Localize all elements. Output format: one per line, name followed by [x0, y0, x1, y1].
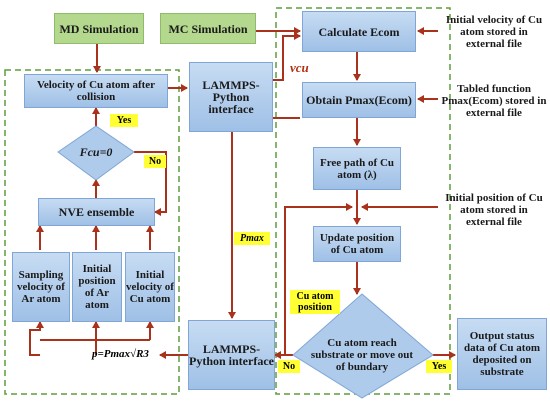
- yes-label-bottom: Yes: [426, 360, 452, 373]
- md-simulation-box: MD Simulation: [54, 13, 144, 44]
- obtain-pmax-box: Obtain Pmax(Ecom): [302, 82, 416, 118]
- velocity-after-collision-box: Velocity of Cu atom after collision: [24, 74, 168, 108]
- no-label-bottom: No: [278, 360, 300, 373]
- initial-velocity-cu-box: Initial velocity of Cu atom: [125, 252, 175, 322]
- cu-atom-position-label: Cu atom position: [290, 290, 340, 314]
- decision-reach-substrate-text: Cu atom reach substrate or move out of b…: [310, 337, 414, 373]
- yes-label-top: Yes: [110, 114, 138, 127]
- output-status-box: Output status data of Cu atom deposited …: [457, 318, 547, 390]
- md-region-border: [4, 69, 180, 395]
- arrow-formula-to-sampling: [29, 321, 44, 356]
- tabled-function-file-note: Tabled function Pmax(Ecom) stored in ext…: [441, 83, 547, 119]
- fcu-zero-label: Fcu=0: [79, 145, 113, 159]
- calculate-ecom-box: Calculate Ecom: [302, 11, 416, 52]
- initial-position-ar-box: Initial position of Ar atom: [72, 252, 122, 322]
- initial-position-file-note: Initial position of Cu atom stored in ex…: [445, 192, 543, 228]
- arrow-no-loop-to-merge: [284, 203, 353, 355]
- nve-ensemble-box: NVE ensemble: [38, 198, 155, 226]
- no-label-fcu: No: [144, 155, 166, 168]
- arrow-lammps-to-calculate: [273, 32, 301, 81]
- update-position-box: Update position of Cu atom: [313, 226, 401, 262]
- pmax-label: Pmax: [234, 232, 270, 245]
- fcu-diamond: [57, 125, 135, 181]
- decision-diamond: [292, 293, 434, 399]
- arrow-obtain-to-lammps-bottom: [228, 117, 300, 319]
- probability-formula: p=Pmax√R3: [92, 348, 149, 360]
- initial-velocity-file-note: Initial velocity of Cu atom stored in ex…: [445, 14, 543, 50]
- arrow-fcu-no-loop: [134, 151, 167, 216]
- lammps-python-bottom-box: LAMMPS-Python interface: [188, 320, 275, 390]
- vcu-label: vcu: [290, 60, 309, 75]
- free-path-box: Free path of Cu atom (λ): [313, 147, 401, 190]
- sampling-velocity-ar-box: Sampling velocity of Ar atom: [12, 252, 70, 322]
- lammps-python-top-box: LAMMPS-Python interface: [189, 62, 273, 132]
- mc-simulation-box: MC Simulation: [160, 13, 256, 44]
